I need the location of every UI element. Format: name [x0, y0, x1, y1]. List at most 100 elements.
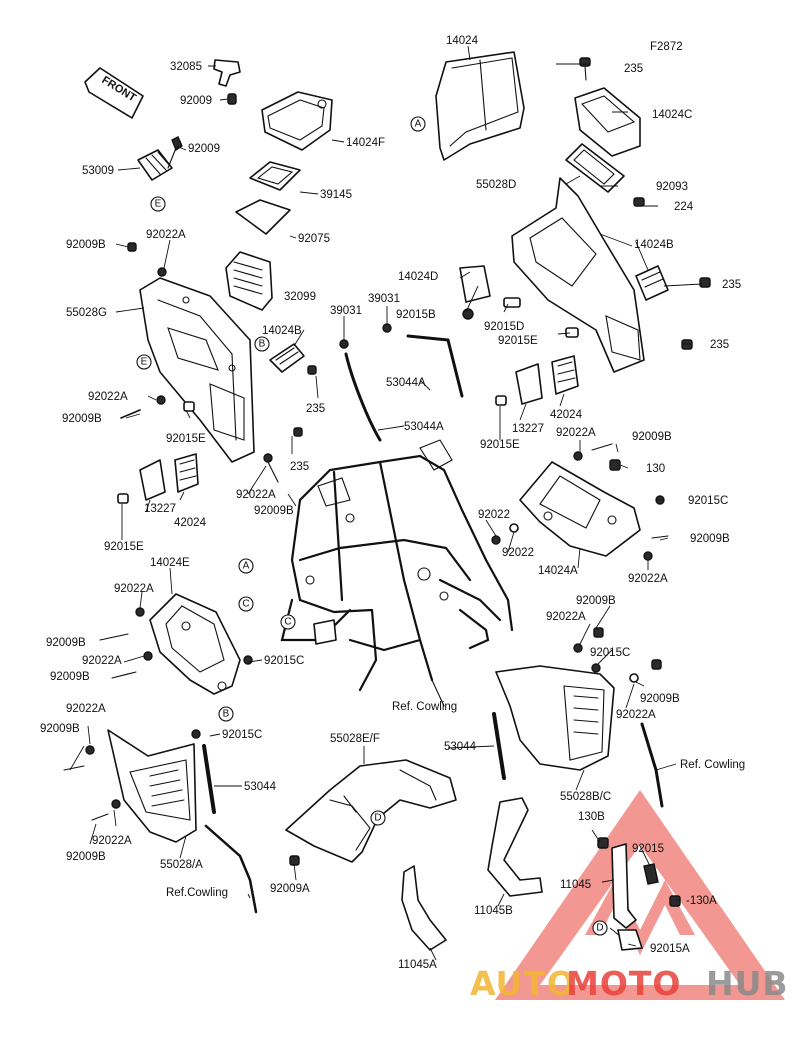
callout-92022A-right-4: 92022A: [616, 709, 656, 721]
callout-92015C-left-1: 92015C: [264, 655, 304, 667]
callout-53044A-1: 53044A: [386, 377, 426, 389]
callout-39145: 39145: [320, 189, 352, 201]
callout-92009B-left-6: 92009B: [40, 723, 80, 735]
callout-130: 130: [646, 463, 665, 475]
parts-13227-42024-left: [117, 453, 199, 504]
callout-235-right-1: 235: [624, 63, 643, 75]
watermark-triangle: [495, 790, 785, 1000]
callout-92022A-3: 92022A: [236, 489, 276, 501]
callout-92015-right: 92015: [632, 843, 664, 855]
callout-92009-b: 92009: [188, 143, 220, 155]
circle-ref-D-center: D: [370, 810, 386, 826]
part-11045-bracket: [597, 837, 681, 951]
callout-14024B-left: 14024B: [262, 325, 302, 337]
svg-text:B: B: [223, 709, 230, 720]
part-14024C-vent: [574, 87, 641, 157]
part-14024B-right-grille: [635, 265, 669, 301]
callout-130B: 130B: [578, 811, 605, 823]
callout-92075: 92075: [298, 233, 330, 245]
callout-130A: -130A: [686, 895, 717, 907]
leader-lines: [69, 45, 703, 961]
callout-92015D: 92015D: [484, 321, 524, 333]
circle-ref-C-frame: C: [280, 614, 296, 630]
callout-ref-cowling-left: Ref.Cowling: [166, 887, 228, 899]
callout-14024E: 14024E: [150, 557, 190, 569]
callout-11045B: 11045B: [474, 905, 513, 917]
callout-14024: 14024: [446, 35, 479, 47]
callout-92015B: 92015B: [396, 309, 436, 321]
callout-55028EF: 55028E/F: [330, 733, 380, 745]
circle-ref-E-left: E: [136, 354, 152, 370]
part-39145-seal: [249, 161, 301, 191]
circle-ref-C-mid: C: [238, 596, 254, 612]
part-55028D-inner-panel-right: [511, 177, 645, 373]
svg-text:E: E: [141, 357, 148, 368]
callout-92022A-left-7: 92022A: [92, 835, 132, 847]
part-14024B-left-grille: [269, 343, 305, 373]
part-53044A-tubes: [344, 334, 464, 442]
callout-14024F: 14024F: [346, 137, 385, 149]
callout-92022-b: 92022: [502, 547, 534, 559]
circle-ref-A-mid: A: [238, 558, 254, 574]
watermark-wordmark: AUTO MOTO HUB: [470, 964, 788, 1003]
callout-53044-left: 53044: [244, 781, 277, 793]
part-53009-clip: [137, 149, 173, 181]
part-11045B-stay: [487, 797, 543, 897]
callout-42024-right: 42024: [550, 409, 583, 421]
callout-92009B-left-7: 92009B: [66, 851, 106, 863]
callout-42024-left: 42024: [174, 517, 207, 529]
part-92009-bolt-top: [227, 93, 237, 105]
circle-ref-B-mid: B: [218, 706, 234, 722]
part-53044-strip-center: [492, 712, 506, 780]
part-32099-box: [225, 251, 273, 311]
callout-92009B-right-4: 92009B: [640, 693, 680, 705]
circle-ref-E-top: E: [150, 196, 166, 212]
part-14024A-bracket: [519, 461, 641, 557]
part-55028A-lower-panel-left: [107, 729, 197, 843]
callout-ref-cowling-right: Ref. Cowling: [680, 759, 745, 771]
callout-92009B-2: 92009B: [62, 413, 102, 425]
part-92075-pad: [235, 199, 291, 235]
callout-224: 224: [674, 201, 694, 213]
part-ref-cowling-rod-left: [204, 824, 258, 914]
callout-92022A-1: 92022A: [146, 229, 186, 241]
callout-92009B-1: 92009B: [66, 239, 106, 251]
callout-92022A-left-5: 92022A: [82, 655, 122, 667]
fasteners-right-upper: [503, 57, 711, 350]
callout-92022A-left-4: 92022A: [114, 583, 154, 595]
callout-55028G: 55028G: [66, 307, 107, 319]
svg-text:D: D: [374, 813, 381, 824]
callout-14024D: 14024D: [398, 271, 438, 283]
callout-ref-cowling-center: Ref. Cowling: [392, 701, 457, 713]
callout-92022A-left-6: 92022A: [66, 703, 106, 715]
part-cowling-stay-frame: [280, 439, 514, 707]
watermark-auto: AUTO: [470, 964, 576, 1003]
callout-39031-a: 39031: [330, 305, 362, 317]
circle-ref-B-left: B: [254, 336, 270, 352]
callout-92009B-3: 92009B: [254, 505, 294, 517]
callout-39031-b: 39031: [368, 293, 400, 305]
svg-text:C: C: [284, 617, 291, 628]
circle-ref-A-top: A: [410, 116, 426, 132]
callout-92015E-left-1: 92015E: [166, 433, 206, 445]
callout-92009B-left-4: 92009B: [46, 637, 86, 649]
callout-11045A: 11045A: [398, 959, 437, 971]
callout-92093: 92093: [656, 181, 688, 193]
callout-92009-a: 92009: [180, 95, 212, 107]
callout-14024C: 14024C: [652, 109, 692, 121]
callout-235-left-1: 235: [306, 403, 325, 415]
fasteners-left-upper: [120, 242, 317, 483]
callout-92009B-right-3: 92009B: [576, 595, 616, 607]
fasteners-center-lower: [289, 855, 300, 866]
svg-text:A: A: [415, 119, 422, 130]
callout-235-left-2: 235: [290, 461, 309, 473]
callout-13227-left: 13227: [144, 503, 176, 515]
callout-92022A-2: 92022A: [88, 391, 128, 403]
callout-13227-right: 13227: [512, 423, 544, 435]
part-39031-grommets: [339, 323, 392, 349]
callout-11045: 11045: [560, 879, 591, 891]
part-55028G-inner-panel-left: [139, 277, 255, 463]
callout-92022-a: 92022: [478, 509, 510, 521]
callout-92015C-left-2: 92015C: [222, 729, 262, 741]
